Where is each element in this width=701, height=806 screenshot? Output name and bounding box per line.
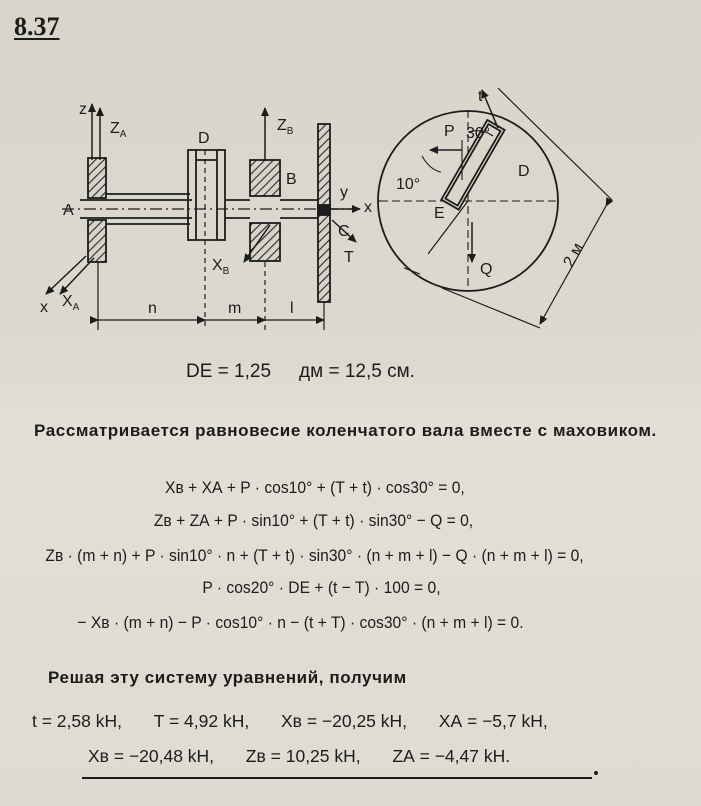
- label-za-sub: A: [120, 129, 127, 140]
- label-x-right: x: [364, 199, 372, 216]
- label-angle-30: 30°: [466, 125, 490, 142]
- problem-number: 8.37: [14, 12, 60, 41]
- label-t-left: T: [344, 249, 354, 266]
- results-line-2: Xв = −20,48 kH, Zв = 10,25 kH, ZА = −4,4…: [88, 746, 510, 767]
- label-m: m: [228, 300, 241, 317]
- given-rhs: дм = 12,5 см.: [299, 361, 415, 382]
- result-xb-1: Xв = −20,25 kH,: [280, 711, 408, 731]
- crank-web-right: [216, 149, 226, 241]
- crank-web-left: [187, 149, 197, 241]
- label-l: l: [290, 300, 294, 317]
- equation-3: Zв · (m + n) + P · sin10° · n + (T + t) …: [45, 546, 584, 565]
- svg-text:ZB: ZB: [277, 117, 294, 137]
- label-zb: Z: [277, 117, 287, 134]
- svg-text:ZA: ZA: [110, 120, 127, 140]
- result-t: t = 2,58 kH,: [32, 711, 122, 731]
- result-dot: [594, 771, 598, 775]
- result-xb-2: Xв = −20,48 kH,: [88, 746, 215, 766]
- label-p: P: [444, 123, 455, 140]
- label-xb-sub: B: [223, 266, 230, 277]
- result-za: ZА = −4,47 kH.: [392, 746, 511, 766]
- results-line-1: t = 2,58 kH, T = 4,92 kH, Xв = −20,25 kH…: [32, 711, 548, 732]
- result-underline: [82, 777, 592, 779]
- label-n: n: [148, 300, 157, 317]
- label-b: B: [286, 171, 297, 188]
- given-lhs: DE = 1,25: [186, 361, 272, 382]
- solution-intro: Решая эту систему уравнений, получим: [48, 668, 407, 687]
- equation-4: P · cos20° · DE + (t − T) · 100 = 0,: [202, 578, 441, 597]
- label-xa-sub: A: [73, 302, 80, 313]
- svg-text:XA: XA: [62, 293, 80, 313]
- label-d-right: D: [518, 163, 530, 180]
- shaft-drawing: [45, 103, 361, 330]
- label-angle-10: 10°: [396, 176, 420, 193]
- label-xb: X: [212, 257, 223, 274]
- label-xa: X: [62, 293, 73, 310]
- svg-text:XB: XB: [212, 257, 230, 277]
- label-q: Q: [480, 261, 492, 278]
- label-diameter: 2 м: [561, 240, 587, 269]
- result-zb: Zв = 10,25 kH,: [245, 746, 361, 766]
- label-d: D: [198, 130, 210, 147]
- label-z: z: [79, 101, 87, 118]
- result-T: T = 4,92 kH,: [153, 711, 250, 731]
- bearing-a: [87, 157, 107, 199]
- label-c: C: [338, 223, 350, 240]
- label-x-left: x: [40, 299, 48, 316]
- equation-5: − Xв · (m + n) − P · cos10° · n − (t + T…: [77, 613, 524, 632]
- bleed-through-text: [630, 26, 700, 126]
- given-value: DE = 1,25 дм = 12,5 см.: [186, 361, 415, 383]
- label-y: y: [340, 184, 348, 201]
- label-t-small: t: [478, 88, 483, 105]
- flywheel-drawing: [377, 87, 614, 329]
- label-za: Z: [110, 120, 120, 137]
- label-e: E: [434, 205, 445, 222]
- label-zb-sub: B: [287, 126, 294, 137]
- problem-figure: z ZA A D ZB B y C T x XA XB n m l: [40, 87, 614, 330]
- intro-text: Рассматривается равновесие коленчатого в…: [34, 421, 657, 440]
- result-xa: XА = −5,7 kH,: [438, 711, 548, 731]
- equation-2: Zв + ZА + P · sin10° + (T + t) · sin30° …: [153, 511, 474, 530]
- label-a: A: [63, 202, 74, 219]
- bearing-b: [249, 159, 281, 197]
- equation-1: Xв + XА + P · cos10° + (T + t) · cos30° …: [165, 478, 465, 497]
